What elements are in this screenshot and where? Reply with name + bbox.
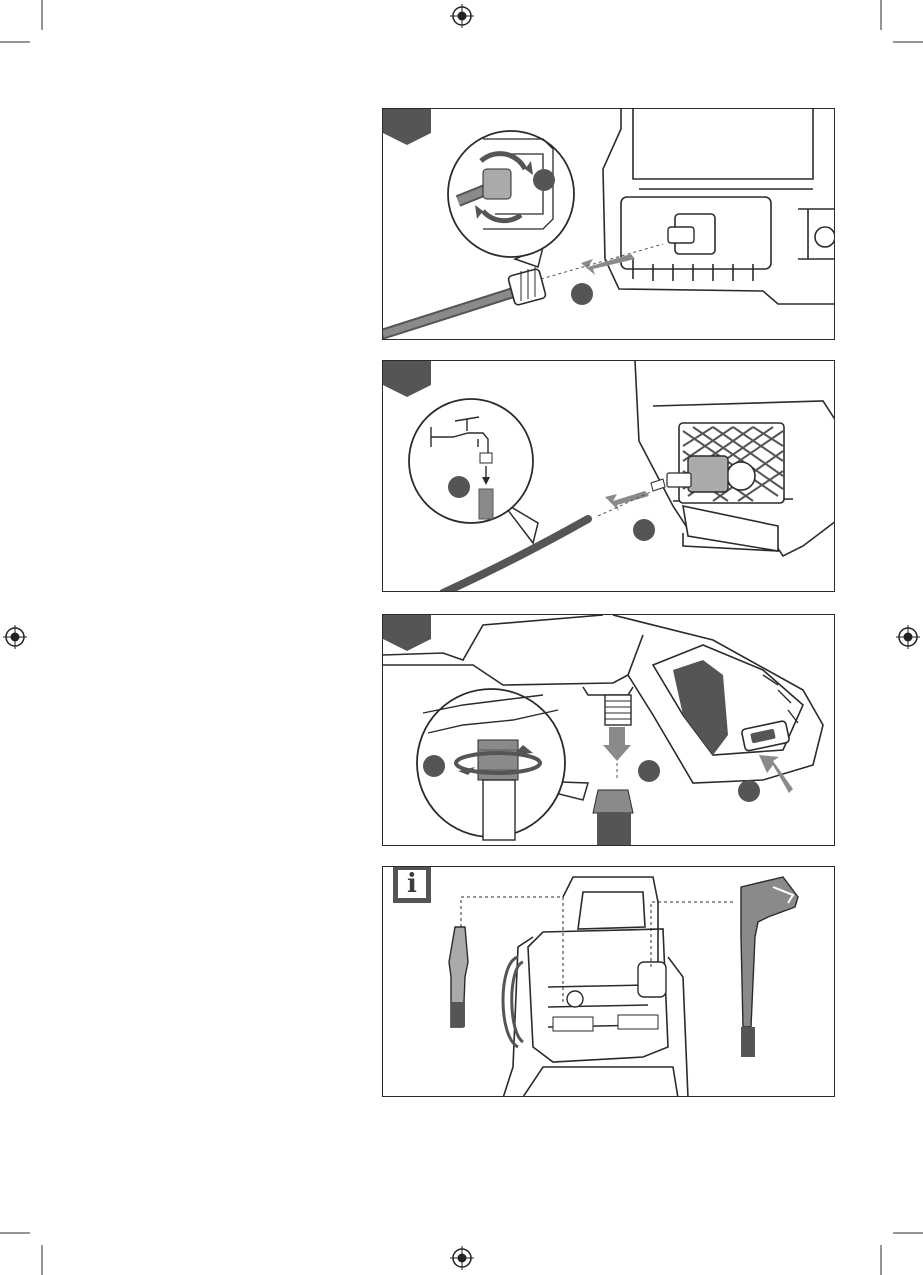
illustration-pressure-hose <box>383 109 835 340</box>
registration-mark-right <box>896 625 920 649</box>
illustration-spray-gun <box>383 615 835 846</box>
registration-mark-left <box>3 625 27 649</box>
callout-circle-2 <box>571 283 593 305</box>
panel-accessory-storage: i <box>382 866 835 1097</box>
registration-mark-top <box>450 4 474 28</box>
callout-circle-1 <box>533 169 555 191</box>
callout-circle-1 <box>448 476 470 498</box>
registration-mark-bottom <box>450 1246 474 1270</box>
callout-circle-1 <box>423 755 445 777</box>
illustration-accessory-storage <box>383 867 835 1097</box>
info-icon: i <box>393 866 431 903</box>
illustration-water-hose <box>383 361 835 592</box>
panel-connect-pressure-hose <box>382 108 835 340</box>
panel-attach-spray-gun <box>382 614 835 846</box>
step-badge <box>383 615 431 651</box>
callout-circle-2 <box>638 760 660 782</box>
info-icon-label: i <box>398 870 426 898</box>
panel-connect-water-hose <box>382 360 835 592</box>
callout-circle-3 <box>738 780 760 802</box>
step-badge <box>383 361 431 397</box>
callout-circle-2 <box>633 519 655 541</box>
step-badge <box>383 109 431 145</box>
